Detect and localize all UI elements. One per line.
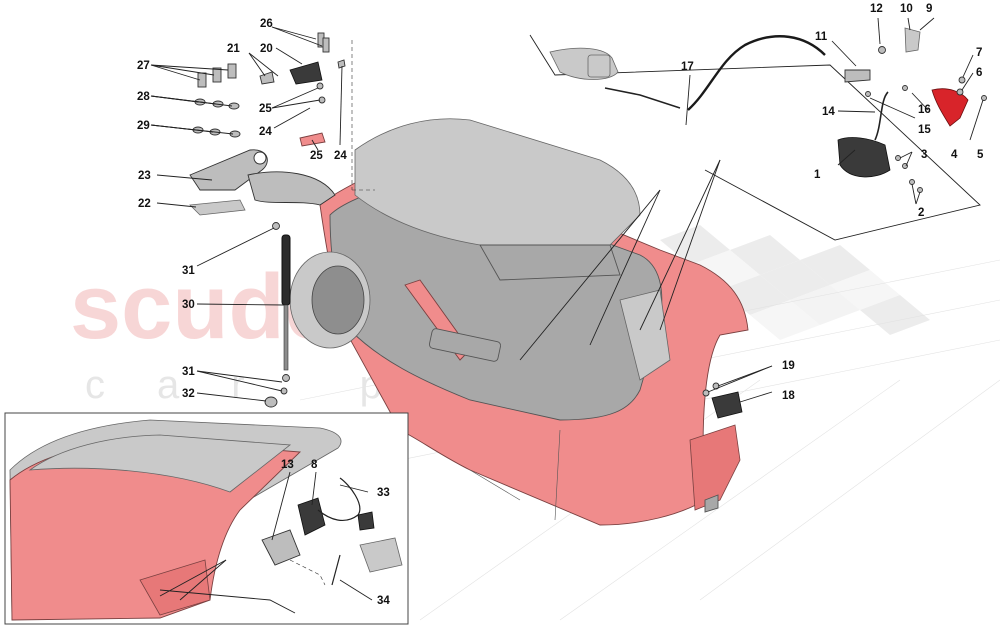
hinge-catch bbox=[289, 61, 323, 85]
callout-28: 28 bbox=[137, 91, 150, 103]
hinge-arm bbox=[247, 171, 336, 206]
callout-34: 34 bbox=[377, 595, 390, 607]
callout-6: 6 bbox=[976, 67, 982, 79]
callout-7: 7 bbox=[976, 47, 982, 59]
callout-12: 12 bbox=[870, 3, 883, 15]
assembly-guide-lines bbox=[351, 40, 375, 191]
callout-18: 18 bbox=[782, 390, 795, 402]
gas-strut bbox=[264, 222, 291, 408]
striker-assembly bbox=[702, 382, 743, 419]
callout-33: 33 bbox=[377, 487, 390, 499]
callout-9: 9 bbox=[926, 3, 932, 15]
callout-32: 32 bbox=[182, 388, 195, 400]
callout-19: 19 bbox=[782, 360, 795, 372]
callout-22: 22 bbox=[138, 198, 151, 210]
group-frame-lines bbox=[529, 34, 981, 241]
callout-10: 10 bbox=[900, 3, 913, 15]
callout-31a: 31 bbox=[182, 265, 195, 277]
leader-lines bbox=[150, 17, 984, 403]
callout-23: 23 bbox=[138, 170, 151, 182]
callout-13: 13 bbox=[281, 459, 294, 471]
callout-25b: 25 bbox=[310, 150, 323, 162]
callout-24b: 24 bbox=[334, 150, 347, 162]
callout-26: 26 bbox=[260, 18, 273, 30]
callout-labels: 1 2 3 4 5 6 7 8 9 10 11 12 13 14 15 16 1… bbox=[137, 3, 984, 607]
inset-detail bbox=[4, 412, 409, 625]
callout-25a: 25 bbox=[259, 103, 272, 115]
callout-24a: 24 bbox=[259, 126, 272, 138]
hinge-shim bbox=[189, 199, 246, 216]
checker-pattern bbox=[660, 225, 930, 340]
callout-16: 16 bbox=[918, 104, 931, 116]
callout-30: 30 bbox=[182, 299, 195, 311]
hinge-group bbox=[189, 32, 346, 216]
release-cable bbox=[687, 35, 826, 111]
handle-lock-group bbox=[549, 27, 987, 193]
door-lock bbox=[837, 137, 891, 178]
callout-29: 29 bbox=[137, 120, 150, 132]
callout-14: 14 bbox=[822, 106, 835, 118]
callout-17: 17 bbox=[681, 61, 694, 73]
callout-3: 3 bbox=[921, 149, 927, 161]
outer-handle-actuator bbox=[931, 88, 969, 127]
callout-1: 1 bbox=[814, 169, 821, 181]
callout-2: 2 bbox=[918, 207, 924, 219]
callout-27: 27 bbox=[137, 60, 150, 72]
callout-4: 4 bbox=[951, 149, 958, 161]
callout-8: 8 bbox=[311, 459, 318, 471]
callout-31b: 31 bbox=[182, 366, 195, 378]
door-assembly bbox=[289, 118, 749, 526]
callout-11: 11 bbox=[815, 31, 828, 43]
callout-20: 20 bbox=[260, 43, 273, 55]
callout-15: 15 bbox=[918, 124, 931, 136]
callout-21: 21 bbox=[227, 43, 240, 55]
lock-bracket bbox=[844, 69, 871, 83]
callout-5: 5 bbox=[977, 149, 984, 161]
